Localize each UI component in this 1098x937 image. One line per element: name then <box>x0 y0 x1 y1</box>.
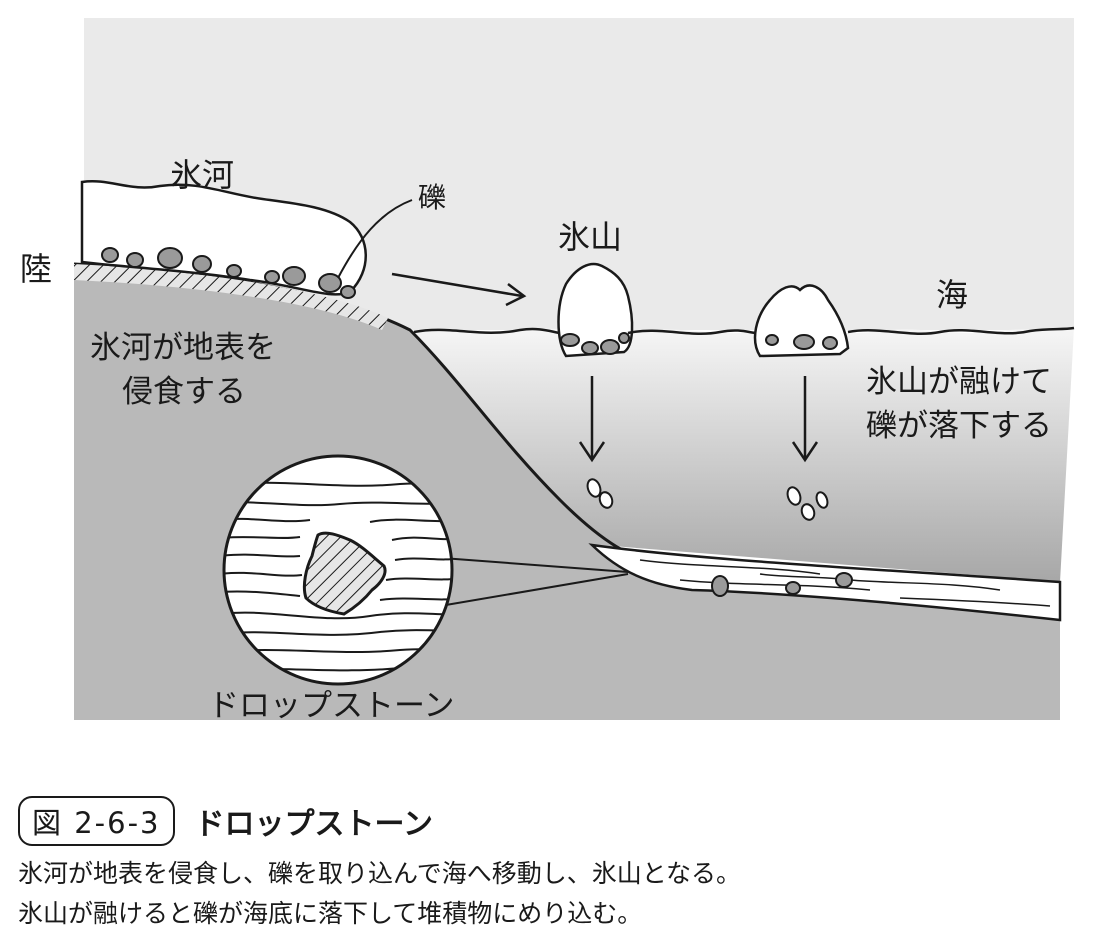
pebble <box>619 333 629 343</box>
pebble <box>582 342 598 354</box>
pebble <box>158 248 182 268</box>
pebble <box>193 256 211 272</box>
pebble <box>794 335 814 349</box>
erosion-label-line2: 侵食する <box>122 366 246 411</box>
pebble <box>836 573 852 587</box>
land-label: 陸 <box>20 244 52 290</box>
pebble <box>102 248 118 262</box>
caption-line-2: 氷山が融けると礫が海底に落下して堆積物にめり込む。 <box>18 894 642 930</box>
pebble <box>786 582 800 594</box>
pebble <box>227 265 241 277</box>
pebble <box>823 337 837 349</box>
melt-label-line1: 氷山が融けて <box>866 356 1052 401</box>
caption-line-1: 氷河が地表を侵食し、礫を取り込んで海へ移動し、氷山となる。 <box>18 854 741 890</box>
pebble <box>283 267 305 285</box>
pebble <box>561 334 579 346</box>
caption-header: 図 2-6-3 ドロップストーン <box>18 798 433 844</box>
melt-label-line2: 礫が落下する <box>866 400 1052 445</box>
pebble <box>766 335 778 345</box>
figure-title: ドロップストーン <box>195 799 434 843</box>
erosion-label-line1: 氷河が地表を <box>90 322 276 367</box>
pebble <box>601 340 619 354</box>
pebble <box>265 271 279 283</box>
gravel-label: 礫 <box>418 176 446 216</box>
pebble <box>712 576 728 596</box>
dropstone-label: ドロップストーン <box>208 680 454 725</box>
pebble <box>127 253 143 267</box>
pebble <box>341 286 355 298</box>
figure-number: 図 2-6-3 <box>18 796 175 846</box>
glacier-label: 氷河 <box>170 150 234 196</box>
sea-label: 海 <box>936 270 968 316</box>
iceberg-label: 氷山 <box>558 212 622 258</box>
